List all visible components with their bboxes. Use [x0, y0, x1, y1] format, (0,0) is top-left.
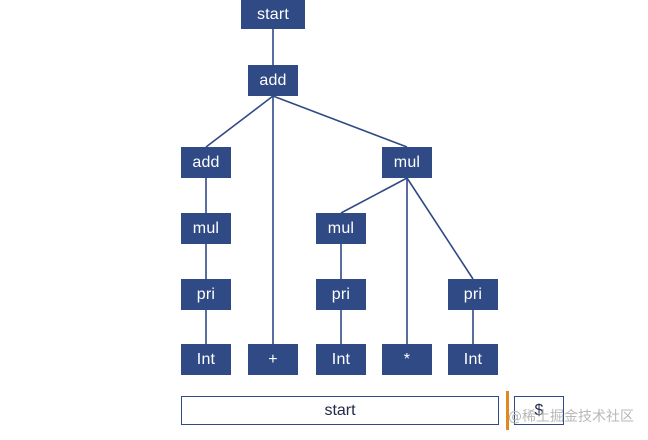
node-mul-mid: mul [316, 213, 366, 244]
node-plus: + [248, 344, 298, 375]
node-pri-mid: pri [316, 279, 366, 310]
input-stack-bar: start [181, 396, 499, 425]
node-pri-right: pri [448, 279, 498, 310]
watermark: @稀土掘金技术社区 [508, 409, 634, 425]
node-add-top: add [248, 65, 298, 96]
node-add-left: add [181, 147, 231, 178]
node-start: start [241, 0, 305, 29]
node-int-mid: Int [316, 344, 366, 375]
node-int-left: Int [181, 344, 231, 375]
node-pri-left: pri [181, 279, 231, 310]
node-int-right: Int [448, 344, 498, 375]
edge-mul-mul-mid [340, 177, 408, 214]
end-marker-box: $ [514, 396, 564, 425]
node-mul-left: mul [181, 213, 231, 244]
parse-cursor [506, 391, 509, 430]
edge-add-mul [272, 95, 408, 148]
node-mul-right: mul [382, 147, 432, 178]
edge-add-add [205, 95, 274, 148]
edge-mul-pri-right [406, 177, 474, 280]
node-star: * [382, 344, 432, 375]
